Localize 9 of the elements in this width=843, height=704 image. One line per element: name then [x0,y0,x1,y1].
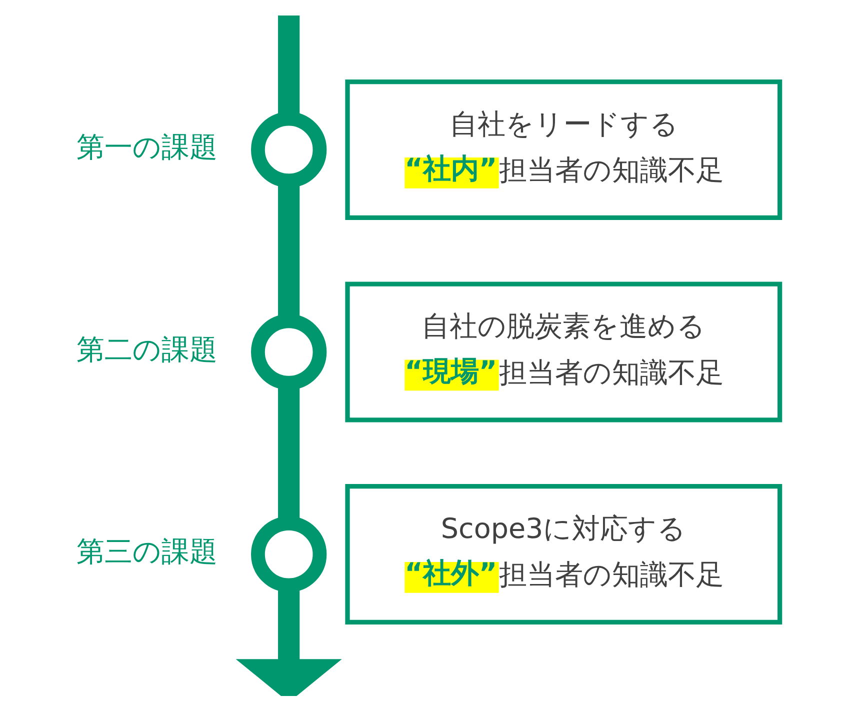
node-box: Scope3に対応する “社外”担当者の知識不足 [344,484,782,625]
node-box: 自社をリードする “社内”担当者の知識不足 [344,79,782,220]
node-label: 第三の課題 [76,535,217,568]
node-label: 第一の課題 [76,130,217,164]
node-circle [250,314,326,390]
node-circle [250,112,326,188]
node-circle [250,516,326,592]
node-label: 第二の課題 [76,332,217,366]
node-box: 自社の脱炭素を進める “現場”担当者の知識不足 [344,282,782,422]
